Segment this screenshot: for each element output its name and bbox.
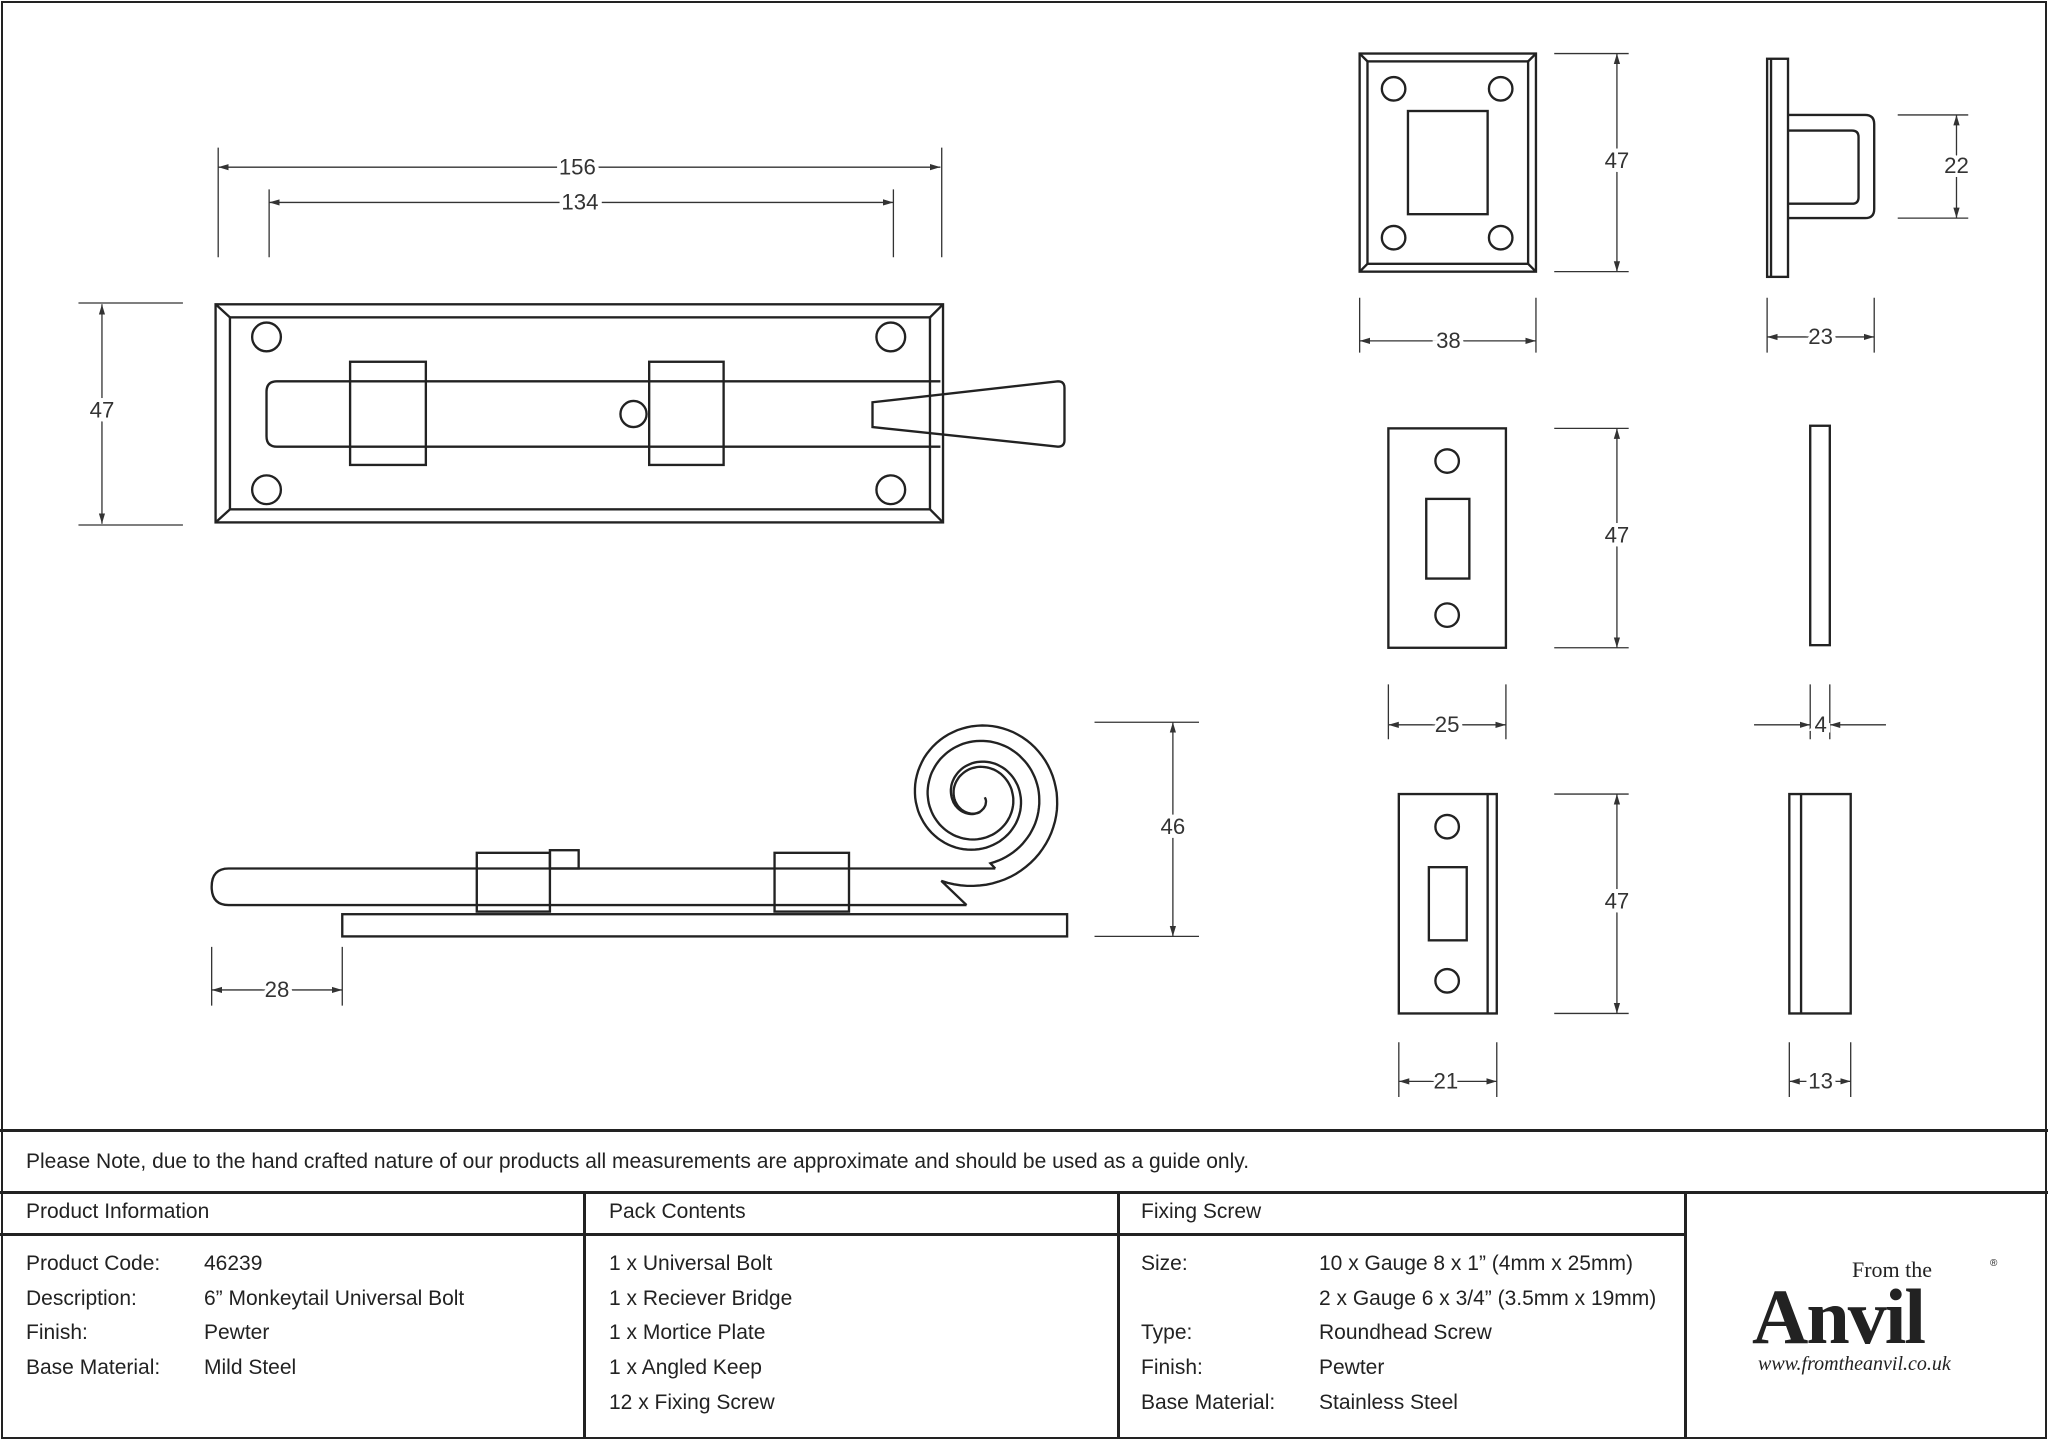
divider bbox=[1684, 1191, 1687, 1437]
size-value: 10 x Gauge 8 x 1” (4mm x 25mm) bbox=[1319, 1252, 1633, 1275]
dim-25: 25 bbox=[1435, 712, 1460, 737]
divider bbox=[1117, 1191, 1120, 1437]
screw-hole bbox=[250, 321, 283, 353]
dim-13: 13 bbox=[1808, 1069, 1833, 1094]
dim-47: 47 bbox=[1605, 888, 1630, 913]
pack-item: 1 x Universal Bolt bbox=[609, 1252, 773, 1275]
type-value: Roundhead Screw bbox=[1319, 1321, 1492, 1344]
pack-item: 1 x Reciever Bridge bbox=[609, 1287, 793, 1310]
screw-material-label: Base Material: bbox=[1141, 1391, 1276, 1414]
description-value: 6” Monkeytail Universal Bolt bbox=[204, 1287, 465, 1310]
dim-28: 28 bbox=[265, 977, 290, 1002]
finish-label: Finish: bbox=[26, 1321, 88, 1344]
divider bbox=[0, 1191, 2048, 1194]
dim-134: 134 bbox=[561, 190, 598, 215]
receiver-bridge-view: 47 38 22 23 bbox=[1358, 52, 1973, 357]
bolt-side-view: 46 28 bbox=[210, 721, 1200, 1006]
divider bbox=[0, 1233, 1685, 1236]
screw-finish-value: Pewter bbox=[1319, 1356, 1385, 1379]
pack-item: 1 x Mortice Plate bbox=[609, 1321, 766, 1344]
product-code-value: 46239 bbox=[204, 1252, 263, 1275]
screw-hole bbox=[250, 474, 283, 506]
base-material-value: Mild Steel bbox=[204, 1356, 297, 1379]
screw-finish-label: Finish: bbox=[1141, 1356, 1203, 1379]
divider bbox=[583, 1191, 586, 1437]
screw-hole bbox=[875, 321, 907, 353]
fixing-screw-header: Fixing Screw bbox=[1141, 1200, 1262, 1223]
finish-value: Pewter bbox=[204, 1321, 270, 1344]
size-value: 2 x Gauge 6 x 3/4” (3.5mm x 19mm) bbox=[1319, 1287, 1657, 1310]
logo-name: Anvil bbox=[1752, 1273, 1926, 1360]
dim-23: 23 bbox=[1808, 324, 1833, 349]
technical-drawing: 156 134 47 46 28 47 38 22 23 bbox=[78, 52, 1973, 1098]
logo-registered: ® bbox=[1990, 1258, 1998, 1269]
type-label: Type: bbox=[1141, 1321, 1193, 1344]
mortice-plate-view: 47 25 4 bbox=[1387, 424, 1886, 741]
dim-21: 21 bbox=[1433, 1069, 1458, 1094]
disclaimer-note: Please Note, due to the hand crafted nat… bbox=[26, 1150, 1250, 1173]
base-material-label: Base Material: bbox=[26, 1356, 161, 1379]
logo-from-the: From the bbox=[1852, 1257, 1933, 1282]
logo-url: www.fromtheanvil.co.uk bbox=[1758, 1353, 1951, 1375]
dim-38: 38 bbox=[1436, 328, 1461, 353]
dim-22: 22 bbox=[1944, 153, 1969, 178]
spiral-tail bbox=[926, 739, 1041, 870]
pack-item: 12 x Fixing Screw bbox=[609, 1391, 775, 1414]
divider bbox=[0, 1129, 2048, 1132]
size-label: Size: bbox=[1141, 1252, 1188, 1275]
dim-4: 4 bbox=[1814, 712, 1826, 737]
product-code-label: Product Code: bbox=[26, 1252, 161, 1275]
screw-material-value: Stainless Steel bbox=[1319, 1391, 1458, 1414]
description-label: Description: bbox=[26, 1287, 137, 1310]
dim-156: 156 bbox=[559, 154, 596, 179]
bolt-front-view: 156 134 47 bbox=[78, 147, 1066, 526]
product-info-header: Product Information bbox=[26, 1200, 210, 1223]
dim-47: 47 bbox=[90, 397, 115, 422]
screw-hole bbox=[875, 474, 907, 506]
spiral-tail bbox=[913, 724, 1059, 906]
dim-47: 47 bbox=[1605, 523, 1630, 548]
dim-46: 46 bbox=[1161, 814, 1186, 839]
pack-contents-header: Pack Contents bbox=[609, 1200, 746, 1223]
angled-keep-view: 47 21 13 bbox=[1397, 792, 1852, 1097]
dim-47: 47 bbox=[1605, 148, 1630, 173]
pack-item: 1 x Angled Keep bbox=[609, 1356, 762, 1379]
